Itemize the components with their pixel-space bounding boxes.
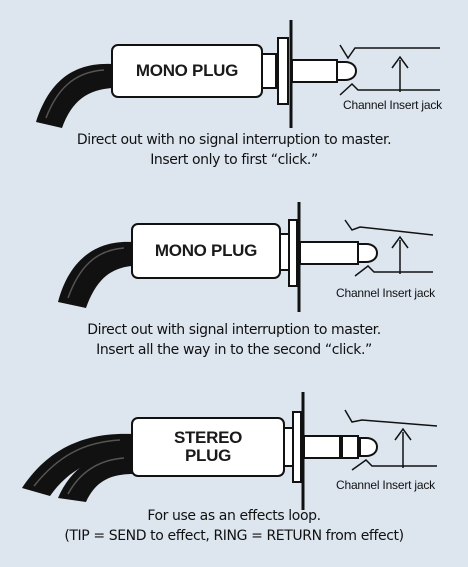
caption-line-2: Insert all the way in to the second “cli… <box>96 342 372 358</box>
panel-nut <box>288 219 298 287</box>
jack-arrow-head <box>394 427 412 441</box>
caption-line-2: Insert only to first “click.” <box>150 152 318 168</box>
jack-arrow-head <box>391 235 409 249</box>
plug-shaft <box>291 59 338 83</box>
diagram-mono-first-click: MONO PLUG Channel Insert jack Direct out… <box>0 0 468 180</box>
caption-line-1: Direct out with signal interruption to m… <box>87 322 381 338</box>
cable <box>58 241 132 308</box>
cable-1-highlight <box>33 439 121 487</box>
caption: Direct out with signal interruption to m… <box>0 320 468 360</box>
plug-label: MONO PLUG <box>135 61 239 80</box>
plug-tip <box>359 437 379 457</box>
jack-arrow-head <box>391 55 409 69</box>
plug-tip <box>336 61 358 81</box>
stereo-plug-illustration <box>22 392 438 510</box>
cable-2-highlight <box>67 457 125 495</box>
cable-2 <box>58 452 134 502</box>
plug-label-line-2: PLUG <box>184 446 232 465</box>
plug-shaft <box>299 241 359 265</box>
panel-nut <box>277 37 289 105</box>
jack-label: Channel Insert jack <box>343 98 442 112</box>
jack-contact-top <box>344 409 438 427</box>
jack-contact-top <box>339 44 440 60</box>
panel-nut <box>292 411 302 483</box>
plug-label: MONO PLUG <box>154 241 258 260</box>
diagram-stereo-effects-loop: STEREO PLUG Channel Insert jack For use … <box>0 390 468 567</box>
plug-ring <box>341 435 359 459</box>
cable-highlight <box>67 247 125 299</box>
cable-1 <box>22 433 132 496</box>
caption-line-1: Direct out with no signal interruption t… <box>76 132 392 148</box>
caption: Direct out with no signal interruption t… <box>0 130 468 170</box>
cable <box>36 63 112 128</box>
jack-contact-bottom <box>354 265 433 277</box>
diagram-mono-second-click: MONO PLUG Channel Insert jack Direct out… <box>0 190 468 380</box>
mono-plug-illustration-1 <box>36 20 440 128</box>
mono-plug-illustration-2 <box>58 202 434 312</box>
caption-line-2: (TIP = SEND to effect, RING = RETURN fro… <box>64 528 404 544</box>
jack-contact-bottom <box>351 459 437 471</box>
plug-label-line-1: STEREO <box>173 428 243 447</box>
jack-contact-top <box>344 219 434 236</box>
cable-highlight <box>45 69 105 119</box>
caption-line-1: For use as an effects loop. <box>147 508 321 524</box>
caption: For use as an effects loop. (TIP = SEND … <box>0 506 468 546</box>
jack-label: Channel Insert jack <box>336 478 435 492</box>
plug-collar <box>261 53 277 89</box>
jack-contact-bottom <box>339 82 440 96</box>
plug-tip <box>357 243 379 263</box>
plug-sleeve <box>303 435 341 459</box>
plug-label: STEREO PLUG <box>132 429 284 465</box>
jack-label: Channel Insert jack <box>336 286 435 300</box>
